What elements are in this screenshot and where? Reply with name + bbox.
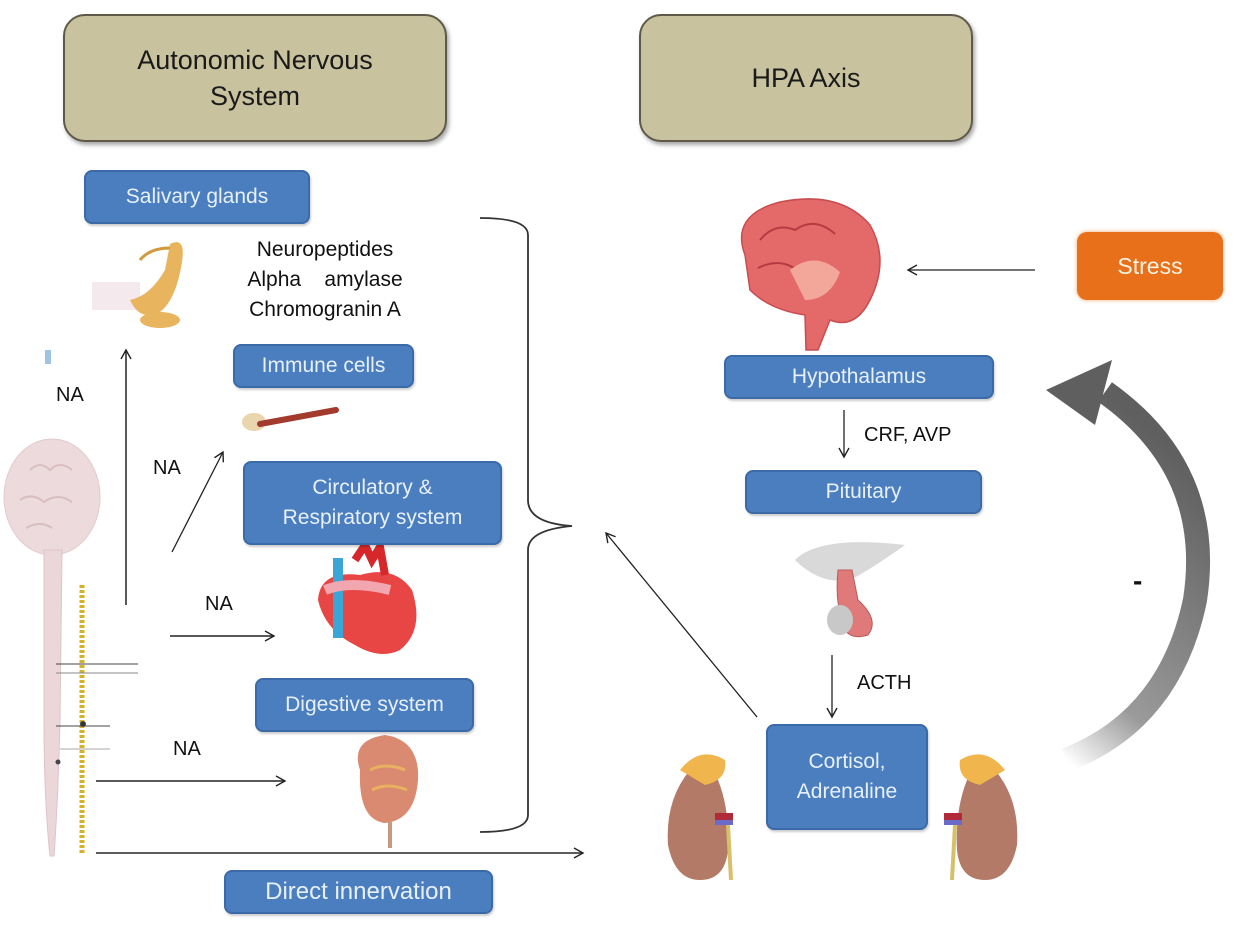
hypothalamus-label: Hypothalamus bbox=[791, 365, 927, 388]
direct-innervation-label: Direct innervation bbox=[265, 878, 452, 905]
arrow-adrenal-to-targets bbox=[605, 531, 758, 718]
left-kidney-icon bbox=[667, 754, 733, 881]
negative-feedback-sign: - bbox=[1133, 565, 1143, 596]
salivary-glands-box: Salivary glands bbox=[84, 170, 310, 224]
stress-label: Stress bbox=[1117, 252, 1183, 279]
small-marker bbox=[45, 350, 51, 364]
grouping-bracket bbox=[479, 217, 573, 833]
immune-cells-box: Immune cells bbox=[233, 344, 414, 388]
brain-icon bbox=[740, 198, 881, 351]
molecule-alpha-amylase: Alpha amylase bbox=[247, 268, 403, 291]
na-label-heart: NA bbox=[205, 593, 233, 615]
molecule-chromogranin-a: Chromogranin A bbox=[249, 298, 401, 321]
feedback-arrowhead-icon bbox=[1046, 360, 1112, 425]
digestive-system-box: Digestive system bbox=[255, 678, 474, 732]
nerve-fibers bbox=[55, 663, 138, 765]
circulatory-respiratory-box: Circulatory & Respiratory system bbox=[243, 461, 502, 545]
crf-avp-label: CRF, AVP bbox=[864, 424, 952, 446]
intestine-icon bbox=[357, 735, 419, 848]
molecule-neuropeptides: Neuropeptides bbox=[256, 238, 394, 261]
arrow-to-immune bbox=[171, 450, 225, 553]
na-label-immune: NA bbox=[153, 457, 181, 479]
negative-feedback-arrow bbox=[1061, 382, 1210, 772]
cns-illustration bbox=[3, 438, 101, 857]
salivary-molecules: Neuropeptides Alpha amylase Chromogranin… bbox=[225, 235, 425, 325]
salivary-gland-icon bbox=[92, 242, 183, 328]
cortisol-adrenaline-label: Cortisol, Adrenaline bbox=[796, 750, 898, 803]
direct-innervation-box: Direct innervation bbox=[224, 870, 493, 914]
heart-icon bbox=[318, 535, 417, 654]
right-kidney-icon bbox=[944, 754, 1018, 881]
bone-icon bbox=[242, 407, 339, 431]
pituitary-label: Pituitary bbox=[825, 480, 902, 503]
ans-header: Autonomic Nervous System bbox=[63, 14, 447, 142]
pituitary-box: Pituitary bbox=[745, 470, 982, 514]
hpa-header-label: HPA Axis bbox=[751, 63, 861, 93]
cortisol-adrenaline-box: Cortisol, Adrenaline bbox=[766, 724, 928, 830]
pituitary-gland-icon bbox=[795, 542, 905, 638]
na-label-digestive: NA bbox=[173, 738, 201, 760]
ans-header-label: Autonomic Nervous System bbox=[137, 45, 373, 111]
hpa-header: HPA Axis bbox=[639, 14, 973, 142]
stress-box: Stress bbox=[1077, 232, 1223, 300]
hypothalamus-box: Hypothalamus bbox=[724, 355, 994, 399]
salivary-glands-label: Salivary glands bbox=[125, 185, 269, 208]
immune-cells-label: Immune cells bbox=[261, 354, 386, 377]
na-label-salivary: NA bbox=[56, 384, 84, 406]
digestive-system-label: Digestive system bbox=[285, 693, 444, 716]
circulatory-respiratory-label: Circulatory & Respiratory system bbox=[282, 476, 463, 529]
acth-label: ACTH bbox=[857, 672, 912, 694]
